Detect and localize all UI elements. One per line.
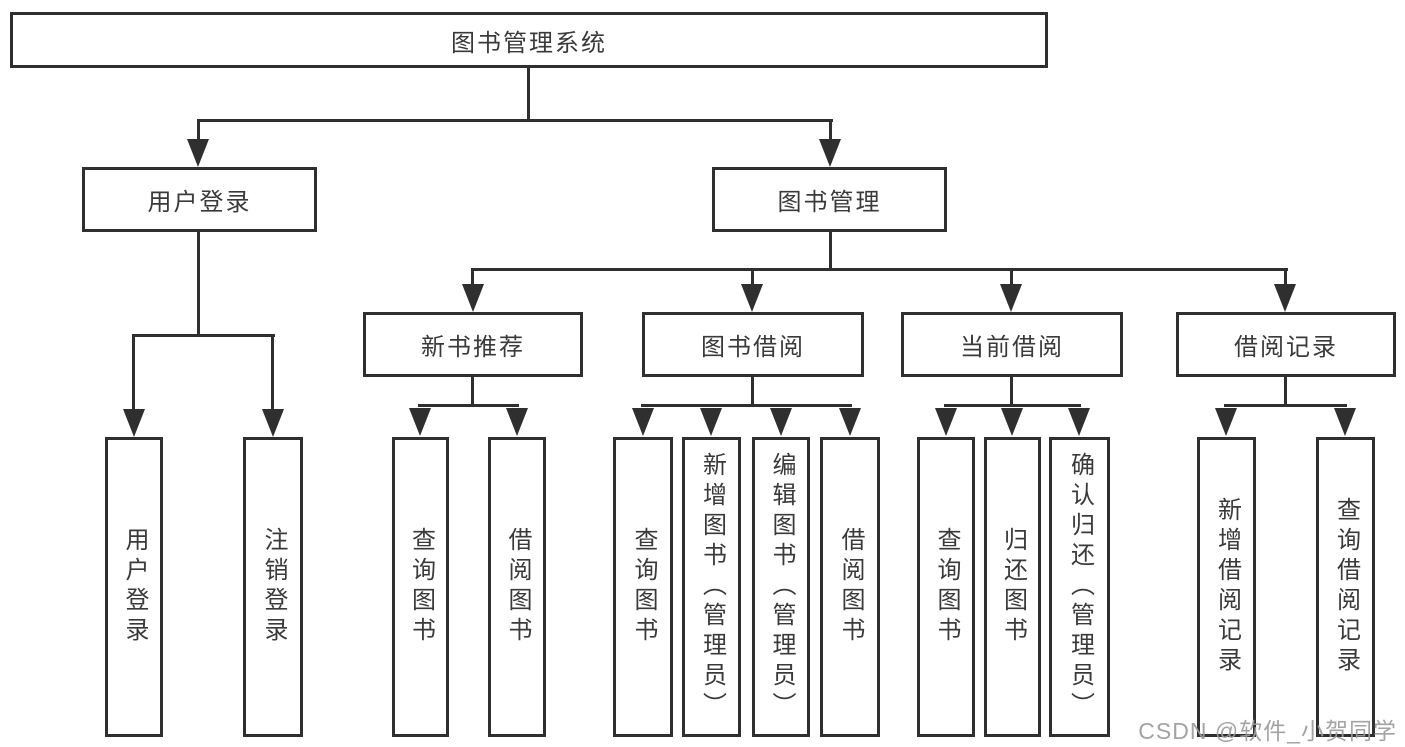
connector-book-borrow-stem xyxy=(751,375,754,406)
connector-new-book-rec-rail xyxy=(418,404,519,407)
leaf-query-books-current: 查询图书 xyxy=(917,437,975,737)
leaf-add-book-admin: 新增图书（管理员） xyxy=(682,437,741,737)
arrowhead-down-icon xyxy=(839,408,861,436)
leaf-logout: 注销登录 xyxy=(243,437,303,737)
leaf-confirm-return-admin: 确认归还（管理员） xyxy=(1049,437,1110,737)
connector-level2-rail xyxy=(197,119,833,122)
arrowhead-down-icon xyxy=(262,409,284,437)
leaf-query-books-borrow: 查询图书 xyxy=(613,437,673,737)
connector-current-borrow-rail xyxy=(944,404,1081,407)
node-book-mgmt: 图书管理 xyxy=(712,167,947,232)
leaf-query-books-rec: 查询图书 xyxy=(392,437,449,737)
connector-borrow-records-rail xyxy=(1224,404,1347,407)
arrowhead-down-icon xyxy=(1068,408,1090,436)
connector-drop-book-mgmt xyxy=(829,119,832,143)
arrowhead-down-icon xyxy=(462,284,484,312)
arrowhead-down-icon xyxy=(1000,284,1022,312)
node-book-borrow: 图书借阅 xyxy=(642,312,864,377)
connector-drop-leaf-logout xyxy=(271,334,274,412)
arrowhead-down-icon xyxy=(187,139,209,167)
leaf-add-borrow-record: 新增借阅记录 xyxy=(1197,437,1256,737)
leaf-user-login: 用户登录 xyxy=(105,437,163,737)
connector-root-stem xyxy=(527,66,530,122)
arrowhead-down-icon xyxy=(409,408,431,436)
connector-current-borrow-stem xyxy=(1010,375,1013,406)
arrowhead-down-icon xyxy=(700,408,722,436)
node-root: 图书管理系统 xyxy=(10,12,1048,68)
connector-new-book-rec-stem xyxy=(471,375,474,406)
connector-user-login-rail xyxy=(133,334,275,337)
arrowhead-down-icon xyxy=(1001,408,1023,436)
leaf-edit-book-admin: 编辑图书（管理员） xyxy=(752,437,810,737)
connector-drop-leaf-user-login xyxy=(132,334,135,412)
arrowhead-down-icon xyxy=(1274,284,1296,312)
arrowhead-down-icon xyxy=(770,408,792,436)
leaf-borrow-books: 借阅图书 xyxy=(820,437,880,737)
connector-book-mgmt-stem xyxy=(829,230,832,270)
connector-borrow-records-stem xyxy=(1284,375,1287,406)
node-user-login: 用户登录 xyxy=(82,167,317,232)
leaf-borrow-books-rec: 借阅图书 xyxy=(488,437,546,737)
connector-book-borrow-rail xyxy=(641,404,852,407)
leaf-query-borrow-record: 查询借阅记录 xyxy=(1316,437,1375,737)
arrowhead-down-icon xyxy=(935,408,957,436)
connector-user-login-stem xyxy=(197,230,200,336)
node-borrow-records: 借阅记录 xyxy=(1176,312,1396,377)
arrowhead-down-icon xyxy=(632,408,654,436)
connector-drop-new-book-rec xyxy=(471,268,474,286)
connector-drop-user-login xyxy=(197,119,200,143)
connector-drop-borrow-records xyxy=(1284,268,1287,286)
arrowhead-down-icon xyxy=(819,139,841,167)
node-new-book-rec: 新书推荐 xyxy=(363,312,583,377)
leaf-return-book: 归还图书 xyxy=(984,437,1041,737)
arrowhead-down-icon xyxy=(123,409,145,437)
arrowhead-down-icon xyxy=(1334,408,1356,436)
arrowhead-down-icon xyxy=(741,284,763,312)
csdn-watermark: CSDN @软件_小贺同学 xyxy=(1138,718,1397,744)
connector-drop-book-borrow xyxy=(751,268,754,286)
arrowhead-down-icon xyxy=(506,408,528,436)
node-current-borrow: 当前借阅 xyxy=(901,312,1123,377)
connector-level3-rail xyxy=(471,268,1288,271)
arrowhead-down-icon xyxy=(1215,408,1237,436)
connector-drop-current-borrow xyxy=(1010,268,1013,286)
